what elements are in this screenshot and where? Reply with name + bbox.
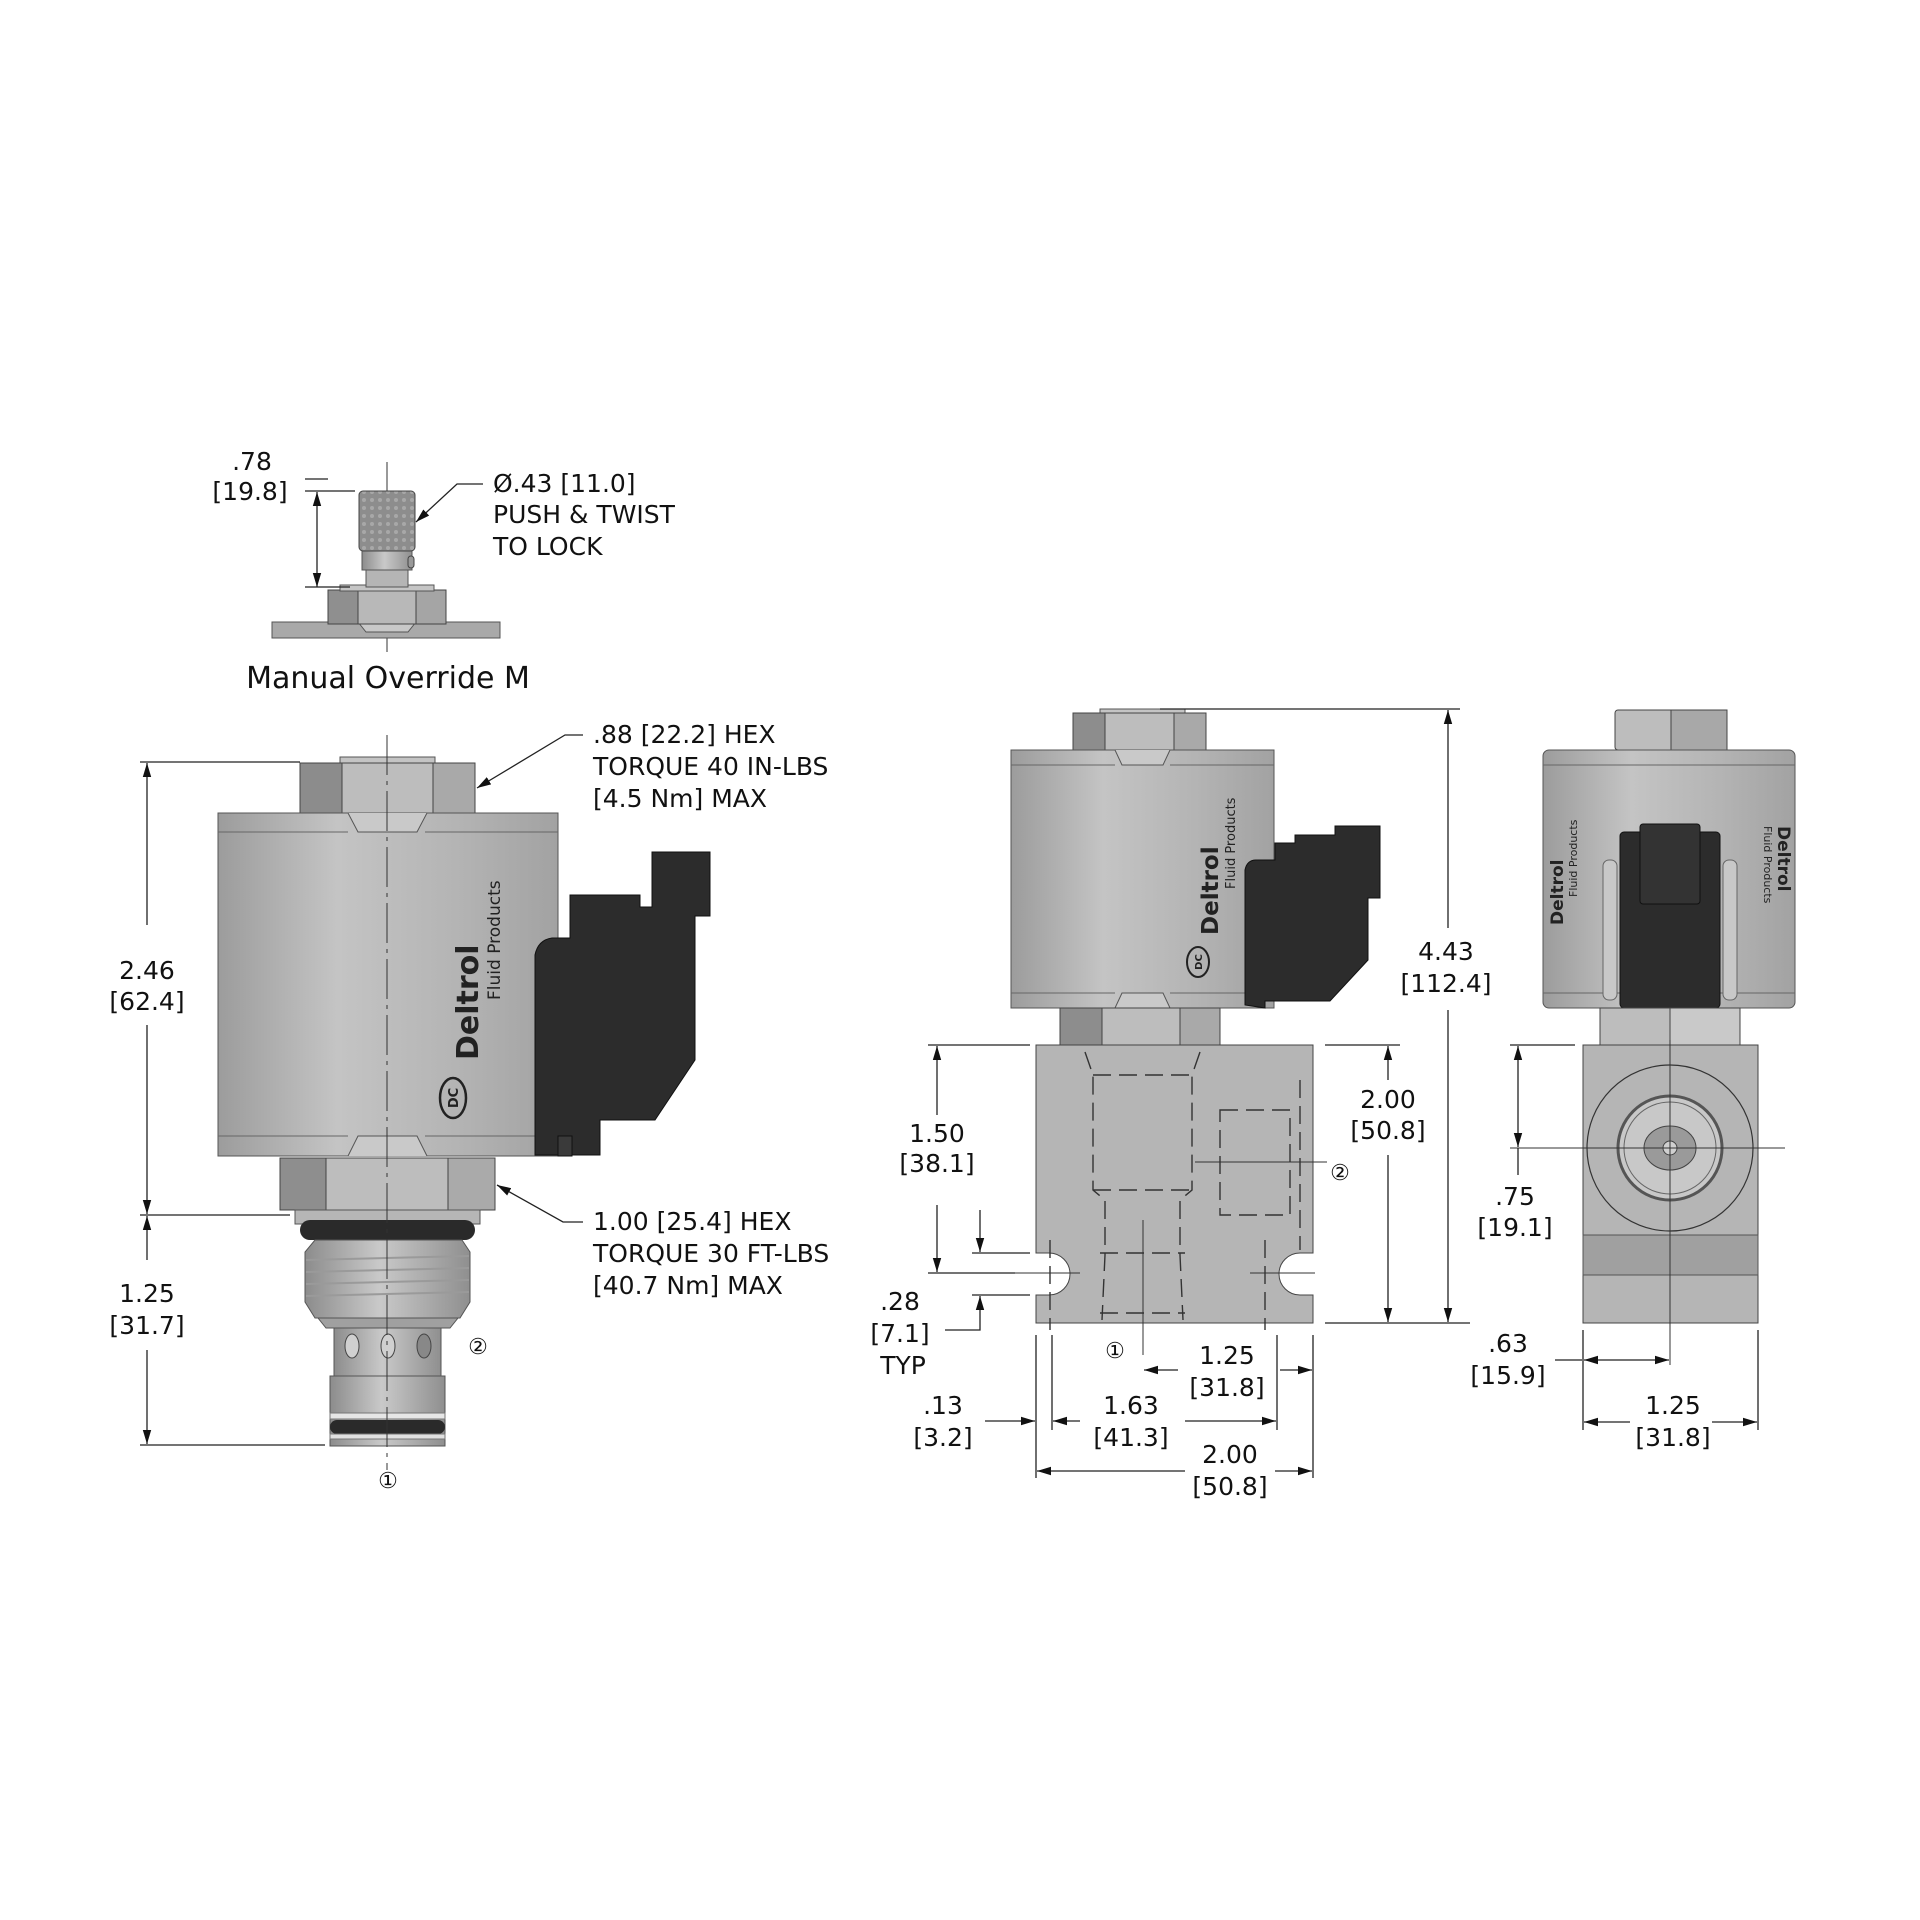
brand-logo-icon: DC	[1186, 946, 1210, 978]
top-hex-callout-1: .88 [22.2] HEX	[593, 720, 776, 749]
side-view: Deltrol Fluid Products Deltrol Fluid Pro…	[1470, 709, 1796, 1452]
electrical-connector	[534, 851, 711, 1157]
port-1-label: ①	[1105, 1339, 1125, 1364]
brand-name: Deltrol	[1773, 826, 1793, 892]
overall-height-in: 4.43	[1418, 937, 1474, 966]
top-hex-callout-3: [4.5 Nm] MAX	[593, 784, 767, 813]
block-height-in: 2.00	[1360, 1085, 1416, 1114]
center-mm: [15.9]	[1470, 1361, 1545, 1390]
manual-override-view: .78 [19.8] Ø.43 [11.0] PUSH & TWIST TO L…	[212, 447, 675, 696]
override-height-in: .78	[232, 447, 272, 476]
cartridge-view: Deltrol Fluid Products DC	[109, 720, 829, 1494]
knurled-knob	[358, 490, 416, 552]
brand-name: Deltrol	[1548, 860, 1568, 926]
slot-note: TYP	[879, 1351, 926, 1380]
override-callout-1: Ø.43 [11.0]	[493, 469, 636, 498]
brand-sub: Fluid Products	[1567, 819, 1580, 897]
port-height-in: .75	[1495, 1182, 1535, 1211]
electrical-connector	[1244, 825, 1381, 1009]
svg-text:DC: DC	[447, 1088, 462, 1108]
slot-mm: [7.1]	[870, 1319, 929, 1348]
solenoid-coil: Deltrol Fluid Products DC	[217, 812, 559, 1157]
override-height-mm: [19.8]	[212, 477, 287, 506]
override-callout-2: PUSH & TWIST	[493, 500, 676, 529]
lower-hex-callout-3: [40.7 Nm] MAX	[593, 1271, 783, 1300]
solenoid-coil	[1010, 749, 1275, 1009]
width-in: 1.25	[1645, 1391, 1701, 1420]
port-2-label: ②	[1330, 1161, 1350, 1186]
port1-offset-in: 1.25	[1199, 1341, 1255, 1370]
port2-height-mm: [38.1]	[899, 1149, 974, 1178]
block-height-mm: [50.8]	[1350, 1116, 1425, 1145]
brand-sub: Fluid Products	[485, 880, 505, 1000]
port-height-mm: [19.1]	[1477, 1213, 1552, 1242]
block-width-in: 2.00	[1202, 1440, 1258, 1469]
edge-offset-mm: [3.2]	[913, 1423, 972, 1452]
port-2-label: ②	[468, 1335, 488, 1360]
edge-offset-in: .13	[923, 1391, 963, 1420]
coil-height-mm: [62.4]	[109, 987, 184, 1016]
front-view: Deltrol Fluid Products DC	[870, 708, 1492, 1501]
lower-hex-callout-1: 1.00 [25.4] HEX	[593, 1207, 791, 1236]
brand-name: Deltrol	[1198, 846, 1224, 935]
mount-spacing-mm: [41.3]	[1093, 1423, 1168, 1452]
port2-height-in: 1.50	[909, 1119, 965, 1148]
port1-offset-mm: [31.8]	[1189, 1373, 1264, 1402]
svg-text:DC: DC	[1194, 954, 1205, 970]
center-in: .63	[1488, 1329, 1528, 1358]
width-mm: [31.8]	[1635, 1423, 1710, 1452]
top-hex-callout-2: TORQUE 40 IN-LBS	[592, 752, 828, 781]
override-hex-nut	[327, 584, 447, 625]
slot-in: .28	[880, 1287, 920, 1316]
port-1-label: ①	[378, 1469, 398, 1494]
coil-height-in: 2.46	[119, 956, 175, 985]
override-title: Manual Override M	[246, 661, 530, 696]
block-width-mm: [50.8]	[1192, 1472, 1267, 1501]
manifold-block	[1015, 1044, 1327, 1355]
mount-spacing-in: 1.63	[1103, 1391, 1159, 1420]
brand-sub: Fluid Products	[1761, 826, 1774, 904]
lower-hex-callout-2: TORQUE 30 FT-LBS	[592, 1239, 829, 1268]
cartridge-len-in: 1.25	[119, 1279, 175, 1308]
cartridge-len-mm: [31.7]	[109, 1311, 184, 1340]
override-callout-3: TO LOCK	[492, 532, 603, 561]
brand-name: Deltrol	[451, 944, 486, 1060]
brand-sub: Fluid Products	[1224, 797, 1239, 889]
overall-height-mm: [112.4]	[1400, 969, 1491, 998]
brand-logo-icon: DC	[438, 1076, 468, 1120]
